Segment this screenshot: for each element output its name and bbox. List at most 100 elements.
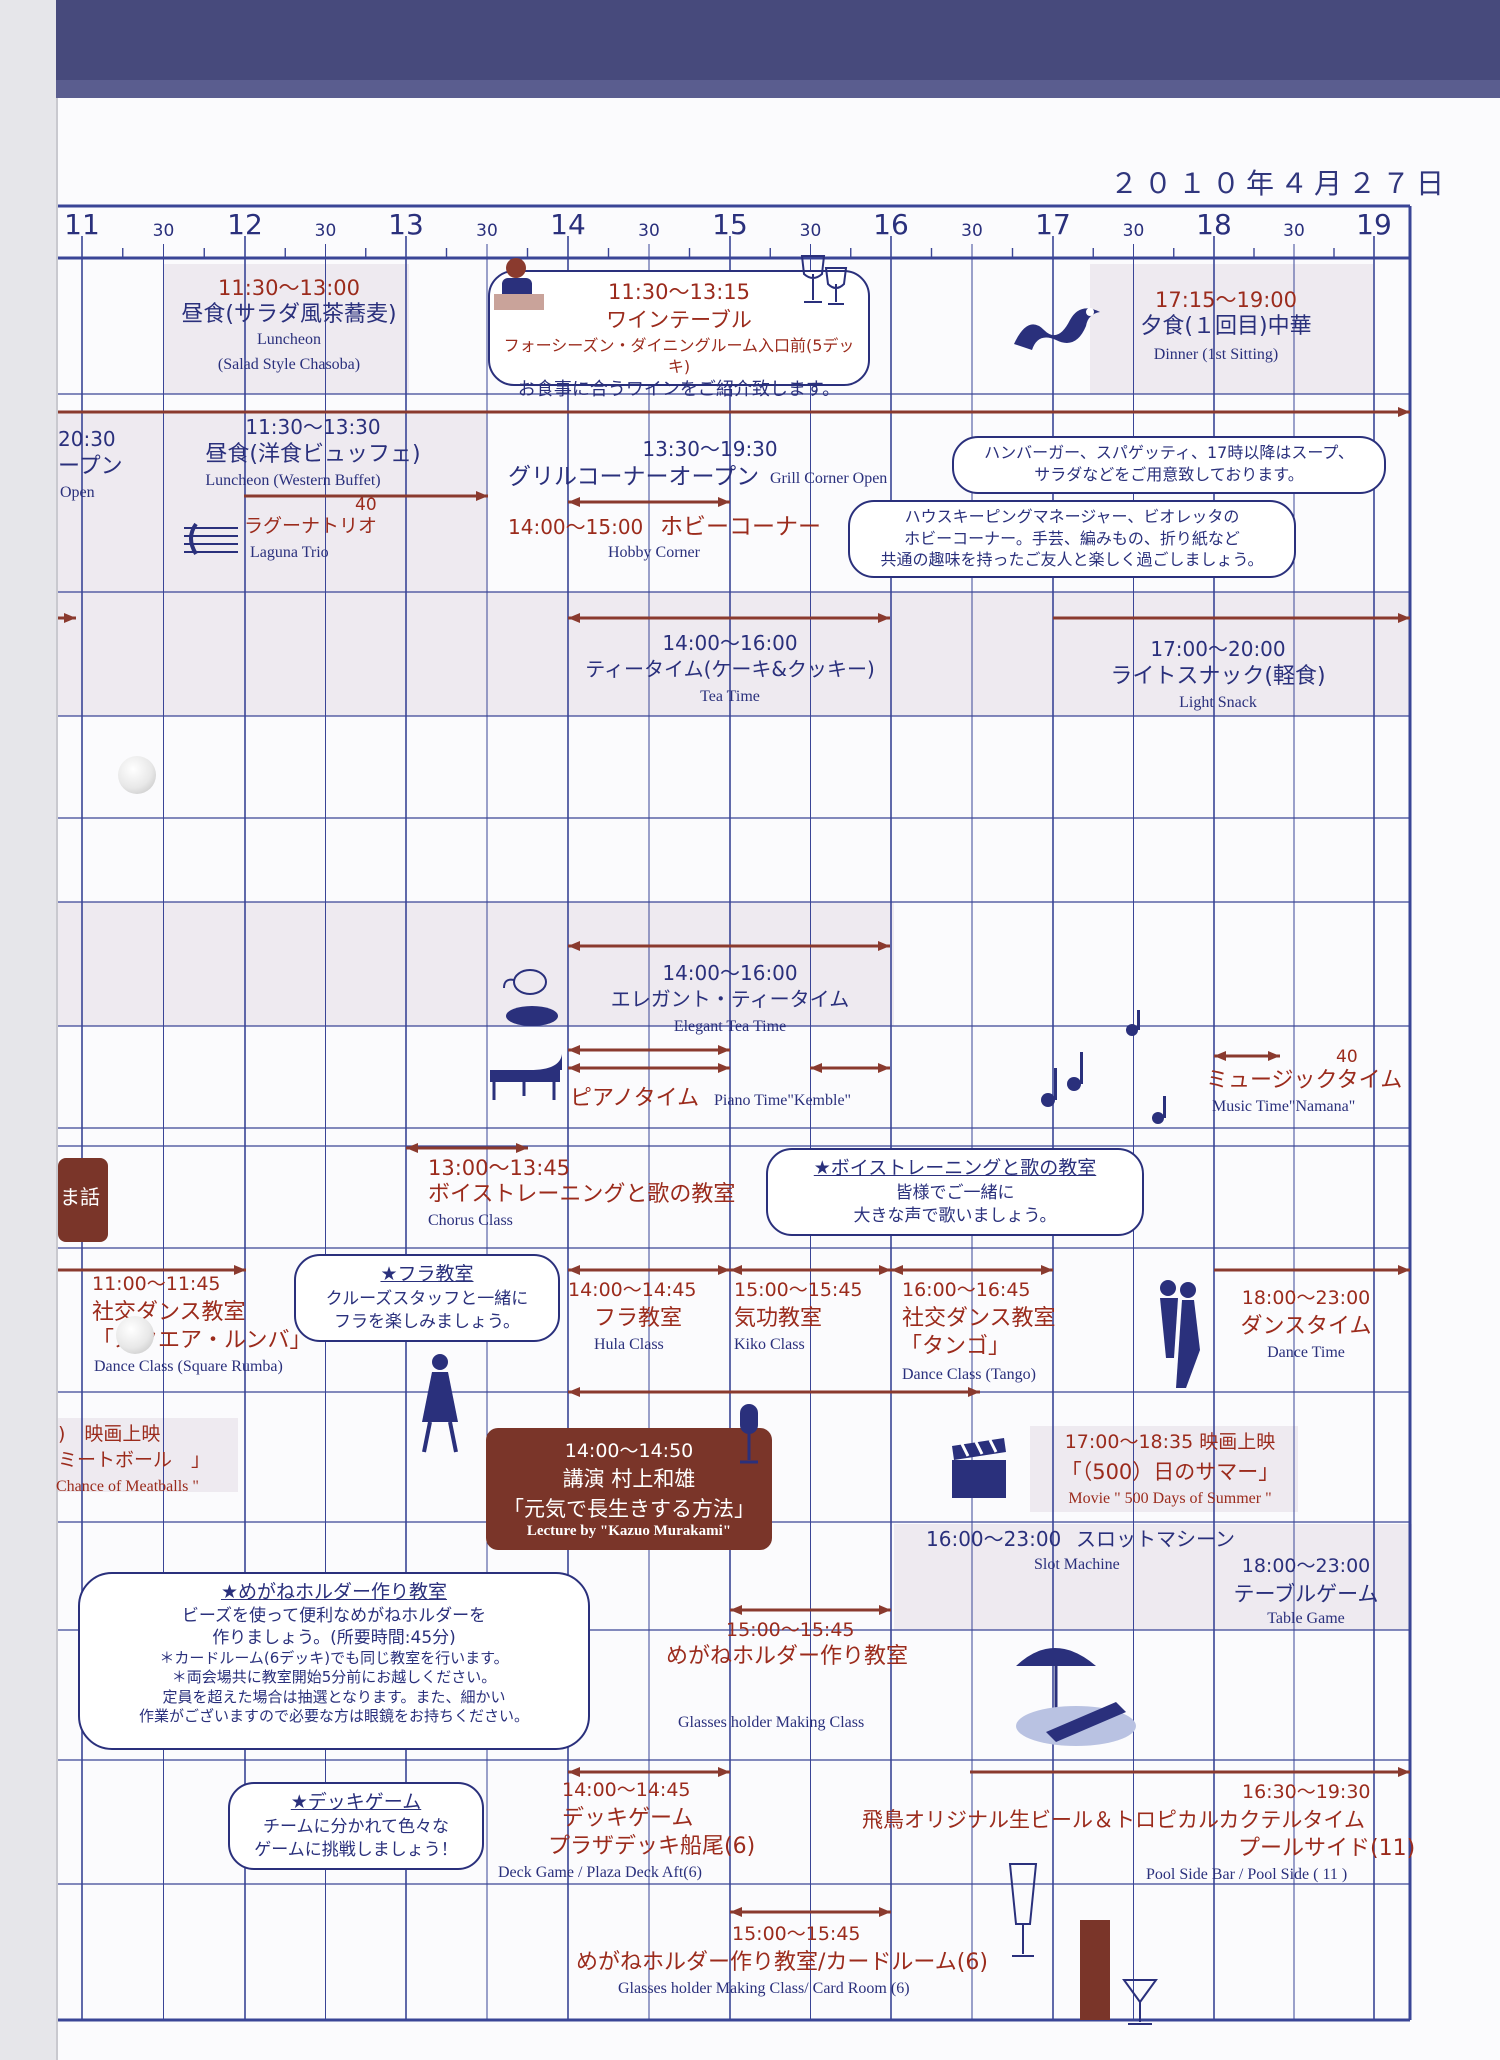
tea-row-left-arrow [58,613,76,623]
beer-title: 飛鳥オリジナル生ビール＆トロピカルカクテルタイム [862,1808,1365,1832]
movie2-line2: 「（500）日のサマー」 [1060,1460,1280,1484]
wine-table-box: 11:30～13:15 ワインテーブル フォーシーズン・ダイニングルーム入口前(… [488,270,870,400]
movie1-cell [58,1418,238,1492]
piano-arrow1 [568,1045,730,1055]
hobby-bubble-line1: ハウスキーピングマネージャー、ビオレッタの [904,507,1240,526]
binding-strip [0,0,58,2060]
table-title: テーブルゲーム [1233,1582,1379,1606]
clapperboard-icon [952,1438,1006,1498]
grill-bubble-line2: サラダなどをご用意致しております。 [1034,464,1304,484]
dance1-time: 11:00～11:45 [92,1273,221,1295]
music-en: Music Time"Namana" [1212,1098,1356,1115]
tango-time: 16:00～16:45 [902,1279,1031,1301]
snack-arrow [1053,613,1410,623]
wine-location: フォーシーズン・ダイニングルーム入口前(5デッキ) [503,335,855,377]
hobby-bubble-line3: 共通の趣味を持ったご友人と楽しく過ごしましょう。 [880,550,1264,570]
lunch-buffet-title: 昼食(洋食ビュッフェ) [205,442,421,467]
music-title: ミュージックタイム [1206,1068,1403,1093]
tea-arrow [568,613,890,623]
dance1-title: 社交ダンス教室 [92,1300,246,1325]
hour-label-13: 13 [388,208,424,241]
chorus-en: Chorus Class [428,1212,513,1229]
grill-bubble: ハンバーガー、スパゲッティ、17時以降はスープ、 サラダなどをご用意致しておりま… [952,436,1386,494]
slot-cell [894,1524,1412,1630]
half-hour-label: 30 [476,221,498,241]
half-hour-label: 30 [961,221,983,241]
tango-title: 社交ダンス教室 [902,1306,1056,1331]
half-hour-label: 30 [638,221,660,241]
hula-time: 14:00～14:45 [568,1279,697,1301]
hobby-bubble: ハウスキーピングマネージャー、ビオレッタの ホビーコーナー。手芸、編みもの、折り… [848,500,1296,578]
tango-en: Dance Class (Tango) [902,1366,1036,1383]
chorus-bubble-line1: 皆様でご一緒に [895,1182,1015,1203]
dinner-cell [1090,264,1373,394]
chorus-bubble-line2: 大きな声で歌いましょう。 [853,1205,1057,1226]
beer-arrow [970,1767,1410,1777]
grill-bubble-line1: ハンバーガー、スパゲッティ、17時以降はスープ、 [984,443,1354,462]
snack-time: 17:00～20:00 [1150,637,1286,661]
movie1-en: Chance of Meatballs " [56,1478,199,1495]
chorus-arrow [406,1143,528,1153]
hula-arrow [568,1265,730,1275]
slot-title: スロットマシーン [1076,1527,1235,1551]
laguna-title: ラグーナトリオ [244,515,378,537]
hula-bubble-head: ★フラ教室 [380,1263,474,1285]
hobby-en: Hobby Corner [608,544,700,561]
lecture-title: 講演 村上和雄 [562,1467,696,1491]
deck-time: 14:00～14:45 [562,1779,691,1801]
lunch-buffet-time: 11:30～13:30 [245,415,381,439]
hour-label-12: 12 [227,208,263,241]
glasses-bubble-line5: 定員を超えた場合は抽選となります。また、細かい [162,1687,506,1706]
tea-title: ティータイム(ケーキ&クッキー) [585,657,875,681]
left-open-time: 20:30 [58,427,116,451]
snack-en: Light Snack [1179,694,1257,711]
elegant-en: Elegant Tea Time [673,1018,787,1035]
beer-time: 16:30～19:30 [1242,1781,1371,1803]
dance1-arrow [58,1265,246,1275]
half-hour-label: 30 [800,221,822,241]
deck-bubble: ★デッキゲーム チームに分かれて色々な ゲームに挑戦しましょう！ [228,1782,484,1870]
talk-tag: ま話 [58,1158,108,1242]
lecture-box: 14:00～14:50 講演 村上和雄 「元気で長生きする方法」 Lecture… [486,1428,772,1550]
beer-en: Pool Side Bar / Pool Side ( 11 ) [1146,1866,1348,1883]
snack-title: ライトスナック(軽食) [1110,664,1326,689]
hula-bubble-line1: クルーズスタッフと一緒に [325,1288,529,1309]
chorus-time: 13:00～13:45 [428,1156,571,1180]
punch-hole-top [118,756,156,794]
lecture-time: 14:00～14:50 [564,1440,694,1462]
half-hour-label: 30 [1283,221,1305,241]
grill-time: 13:30～19:30 [642,437,778,461]
deck-bubble-line1: チームに分かれて色々な [263,1816,449,1837]
dinner-en: Dinner (1st Sitting) [1153,346,1279,363]
movie1-line1: ) 映画上映 [58,1423,161,1445]
deck-title: デッキゲーム [562,1806,694,1831]
piano-arrow2 [568,1063,730,1073]
glasses-bubble-line6: 作業がございますので必要な方は眼鏡をお持ちください。 [138,1707,529,1726]
slot-en: Slot Machine [1034,1556,1120,1573]
tango-subtitle: 「タンゴ」 [900,1334,1011,1359]
microphone-icon [740,1404,758,1464]
glasses-bubble-line2: 作りましょう。(所要時間:45分) [212,1627,456,1648]
glasses2-arrow [730,1907,891,1917]
laguna-en: Laguna Trio [250,544,329,561]
hour-label-14: 14 [550,208,586,241]
header-band [56,0,1500,98]
tropical-drinks-icon [1008,1863,1158,2025]
table-time: 18:00～23:00 [1241,1555,1371,1577]
music-staff-icon [184,522,238,556]
glasses1-title: めがねホルダー作り教室 [666,1644,909,1669]
beach-lounger-icon [1016,1648,1136,1746]
kiko-en: Kiko Class [734,1336,805,1353]
hour-label-19: 19 [1356,208,1392,241]
hobby-arrow [568,497,730,507]
time-arrows [58,407,1410,1917]
grand-piano-icon [490,1054,562,1100]
hour-label-17: 17 [1035,208,1071,241]
movie2-en: Movie " 500 Days of Summer " [1068,1490,1272,1507]
talk-tag-text: ま話 [60,1185,100,1209]
lunch-soba-time: 11:30～13:00 [217,276,361,300]
hour-label-18: 18 [1196,208,1232,241]
wine-description: お食事に合うワインをご紹介致します。 [517,378,841,400]
chorus-bubble-head: ★ボイストレーニングと歌の教室 [813,1157,1097,1179]
tea-row-cell [58,592,1410,716]
